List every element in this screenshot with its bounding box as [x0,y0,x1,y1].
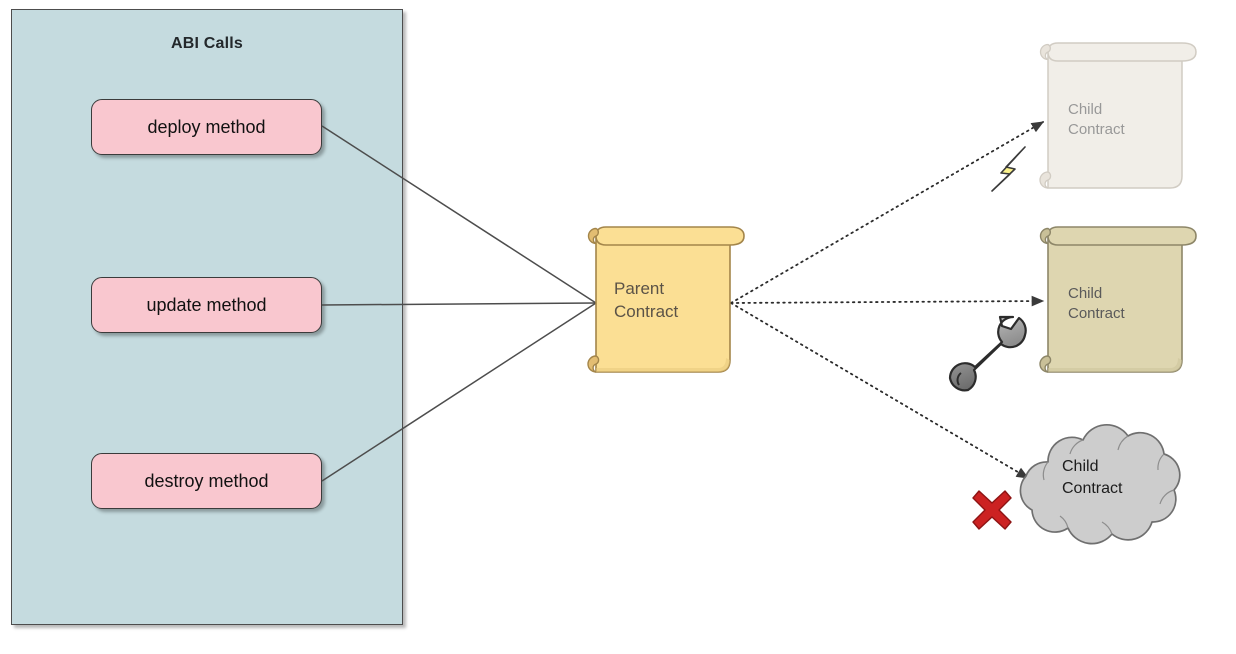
connector-parent-to-child-2 [730,295,1045,307]
wrench-icon [941,311,1037,395]
parent-contract-node[interactable]: Parent Contract [578,222,758,382]
child-contract-2-node[interactable]: Child Contract [1030,222,1210,382]
lightning-bolt-icon [985,143,1031,195]
abi-calls-title: ABI Calls [170,35,244,52]
child-contract-3-label: Child Contract [1062,458,1123,497]
child-contract-1-scroll-icon [1039,42,1197,189]
connector-parent-to-child-3 [730,302,1030,479]
connector-deploy-to-parent [321,125,597,304]
connector-parent-to-child-1 [730,121,1045,304]
method-box-deploy[interactable]: deploy method [91,99,322,155]
method-label-update: update method [146,294,267,315]
method-box-update[interactable]: update method [91,277,322,333]
child-contract-2-scroll-icon [1039,226,1197,373]
child-contract-1-node[interactable]: Child Contract [1030,38,1210,198]
child-contract-3-node[interactable]: Child Contract [1004,418,1196,546]
method-label-deploy: deploy method [147,116,266,137]
red-cross-icon [969,487,1015,533]
method-label-destroy: destroy method [144,470,269,491]
connector-destroy-to-parent [321,302,597,482]
connector-update-to-parent [321,302,597,306]
child-contract-3-cloud-icon [1019,423,1181,545]
parent-contract-scroll-icon [587,226,745,373]
method-box-destroy[interactable]: destroy method [91,453,322,509]
